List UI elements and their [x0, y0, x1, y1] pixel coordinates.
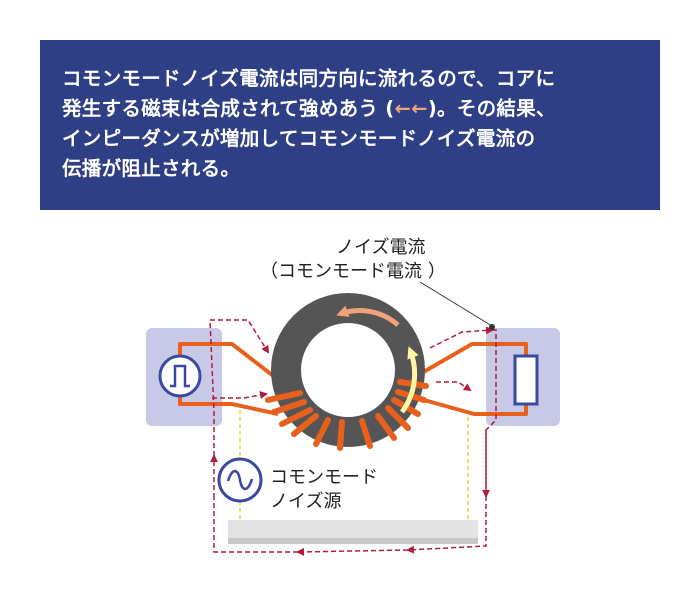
- banner-line-2-end: )。その結果、: [427, 97, 556, 120]
- callout-leader: [419, 281, 493, 327]
- callout-dot: [489, 324, 495, 330]
- banner-line-2: 発生する磁束は合成されて強めあう (←←)。その結果、: [62, 94, 638, 124]
- flux-arrow-peach: [336, 305, 400, 327]
- winding-coils: [265, 379, 429, 451]
- resistor-icon: [513, 354, 539, 406]
- common-mode-current-path: [209, 319, 497, 556]
- ac-source-icon: [217, 457, 263, 503]
- noise-current-label-line2: （コモンモード電流 ）: [260, 261, 446, 282]
- noise-current-label: ノイズ電流 （コモンモード電流 ）: [260, 236, 446, 284]
- noise-current-label-line1: ノイズ電流: [336, 237, 426, 258]
- banner-line-4: 伝播が阻止される。: [62, 157, 241, 180]
- pulse-generator-icon: [158, 354, 202, 398]
- wiring: [178, 342, 528, 416]
- banner-line-1: コモンモードノイズ電流は同方向に流れるので、コアに: [62, 67, 556, 90]
- banner-line-2-text: 発生する磁束は合成されて強めあう (: [62, 97, 395, 120]
- noise-source-label-line1: コモンモード: [270, 467, 378, 488]
- noise-source-label-line2: ノイズ源: [270, 491, 342, 512]
- flux-arrow-yellow: [399, 346, 419, 414]
- explanation-banner: コモンモードノイズ電流は同方向に流れるので、コアに 発生する磁束は合成されて強め…: [40, 40, 660, 210]
- banner-line-3: インピーダンスが増加してコモンモードノイズ電流の: [62, 127, 536, 150]
- flux-arrows: ←←: [394, 97, 428, 120]
- noise-source-label: コモンモード ノイズ源: [270, 466, 378, 514]
